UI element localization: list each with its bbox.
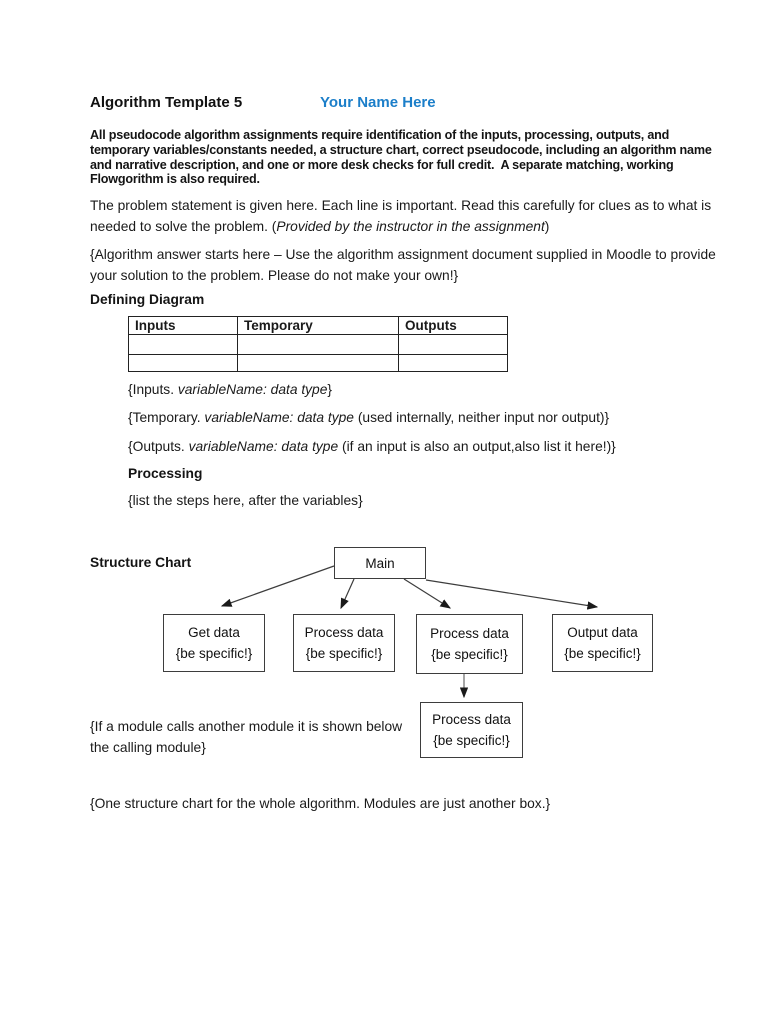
algorithm-answer-note: {Algorithm answer starts here – Use the … <box>90 247 720 283</box>
outputs-note-post: (if an input is also an output,also list… <box>338 439 616 454</box>
defining-diagram-table: Inputs Temporary Outputs <box>128 316 508 372</box>
chart-box-process-data-sub: Process data {be specific!} <box>420 702 523 758</box>
chart-box-label: Process data <box>304 625 384 640</box>
table-row <box>128 354 508 372</box>
outputs-note-pre: {Outputs. <box>128 439 189 454</box>
chart-box-process-data-1: Process data {be specific!} <box>293 614 395 672</box>
outputs-note: {Outputs. variableName: data type (if an… <box>128 439 616 454</box>
table-cell <box>237 334 399 355</box>
chart-box-sublabel: {be specific!} <box>175 646 253 661</box>
inputs-note-italic: variableName: data type <box>177 382 328 397</box>
chart-box-sublabel: {be specific!} <box>433 733 510 748</box>
temporary-note-italic: variableName: data type <box>204 410 354 425</box>
chart-box-process-data-2: Process data {be specific!} <box>416 614 523 674</box>
chart-box-output-data: Output data {be specific!} <box>552 614 653 672</box>
connector-main-to-get-data <box>220 565 335 607</box>
connector-main-to-process-data-2 <box>403 578 452 609</box>
table-cell <box>398 354 508 372</box>
chart-box-get-data: Get data {be specific!} <box>163 614 265 672</box>
chart-box-label: Process data <box>430 626 509 641</box>
chart-box-sublabel: {be specific!} <box>305 646 383 661</box>
table-header-outputs: Outputs <box>398 316 508 335</box>
temporary-note: {Temporary. variableName: data type (use… <box>128 410 609 425</box>
assignment-requirements-paragraph: All pseudocode algorithm assignments req… <box>90 128 715 187</box>
processing-heading: Processing <box>128 466 203 481</box>
connector-main-to-output-data <box>425 579 599 610</box>
inputs-note: {Inputs. variableName: data type} <box>128 382 332 397</box>
temporary-note-post: (used internally, neither input nor outp… <box>353 410 610 425</box>
chart-box-main: Main <box>334 547 426 579</box>
chart-box-label: Process data <box>432 712 511 727</box>
structure-chart-connectors <box>220 565 599 699</box>
temporary-note-pre: {Temporary. <box>128 410 205 425</box>
chart-box-sublabel: {be specific!} <box>564 646 641 661</box>
table-row <box>128 334 508 355</box>
problem-statement-closing: ) <box>544 219 550 234</box>
inputs-note-pre: {Inputs. <box>128 382 178 397</box>
problem-statement-italic: Provided by the instructor in the assign… <box>276 219 545 234</box>
processing-steps-note: {list the steps here, after the variable… <box>128 493 363 508</box>
structure-chart-heading: Structure Chart <box>90 555 192 570</box>
inputs-note-post: } <box>327 382 333 397</box>
page-title: Algorithm Template 5 <box>90 94 243 111</box>
chart-box-sublabel: {be specific!} <box>431 647 508 662</box>
table-cell <box>398 334 508 355</box>
table-cell <box>128 334 238 355</box>
chart-box-label: Main <box>365 555 395 571</box>
your-name-placeholder: Your Name Here <box>320 94 436 111</box>
table-cell <box>128 354 238 372</box>
structure-chart-diagram: Main Get data {be specific!} Process dat… <box>0 540 768 780</box>
problem-statement-text: The problem statement is given here. Eac… <box>90 198 715 234</box>
outputs-note-italic: variableName: data type <box>188 439 339 454</box>
one-chart-note: {One structure chart for the whole algor… <box>90 796 551 811</box>
defining-diagram-heading: Defining Diagram <box>90 292 205 307</box>
table-header-row: Inputs Temporary Outputs <box>128 316 508 335</box>
table-header-temporary: Temporary <box>237 316 399 335</box>
chart-box-label: Get data <box>188 625 240 640</box>
module-call-note: {If a module calls another module it is … <box>90 719 406 755</box>
table-cell <box>237 354 399 372</box>
problem-statement-paragraph: The problem statement is given here. Eac… <box>90 195 718 237</box>
connector-main-to-process-data-1 <box>340 578 355 610</box>
table-header-inputs: Inputs <box>128 316 238 335</box>
chart-box-label: Output data <box>567 625 638 640</box>
